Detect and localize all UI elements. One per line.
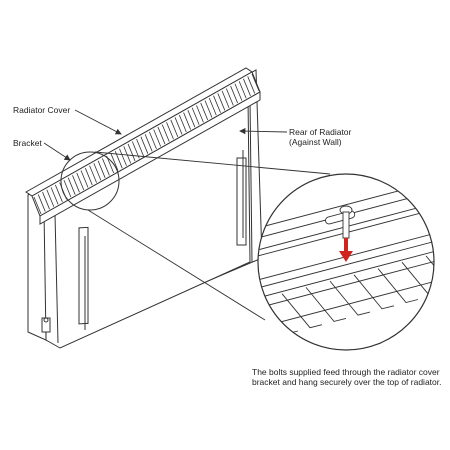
rear-label-line2: (Against Wall) (289, 137, 342, 147)
magnified-slat (305, 287, 347, 322)
side-bolt-fitting (41, 317, 51, 340)
cover-slat (119, 148, 127, 166)
cover-slat (136, 138, 144, 157)
cover-slat (225, 88, 234, 106)
magnified-slat (353, 274, 395, 310)
magnified-detail (257, 173, 435, 351)
cover-slat (166, 122, 174, 140)
bracket-leader (43, 142, 71, 161)
magnified-slat (281, 293, 323, 329)
rear-label-line1: Rear of Radiator (289, 127, 352, 137)
cover-slat (89, 165, 97, 183)
cover-slat (183, 112, 191, 130)
radiator-slots (78, 150, 247, 330)
cover-slat (93, 163, 102, 181)
magnified-slat (329, 280, 371, 316)
cover-slat (157, 126, 166, 145)
cover-slat (196, 105, 204, 123)
cover-slat (200, 102, 209, 121)
note-line2: bracket and hang securely over the top o… (252, 377, 442, 387)
slot-left (78, 226, 89, 325)
cover-slat (102, 158, 110, 176)
cover-slat (161, 124, 170, 142)
cover-slat (110, 153, 119, 171)
radiator-cover-leader (74, 109, 122, 135)
cover-slat (204, 100, 213, 118)
cover-slat (42, 192, 50, 210)
bracket-label: Bracket (13, 138, 42, 148)
rear-leader (239, 127, 288, 135)
cover-slat (140, 136, 149, 154)
cover-slat (55, 184, 63, 203)
cover-slat (144, 134, 153, 152)
cover-slat (106, 155, 115, 174)
cover-slat (127, 143, 136, 162)
slot-right (236, 157, 247, 246)
cover-slat (84, 167, 93, 186)
cover-slat (37, 194, 46, 212)
magnifier-connector-lines (87, 151, 331, 321)
cover-slat (33, 196, 42, 215)
cover-slat (170, 119, 179, 137)
note-line1: The bolts supplied feed through the radi… (252, 367, 440, 377)
bracket-highlight-circle (60, 151, 120, 211)
cover-slat (178, 114, 187, 133)
cover-slat (238, 81, 247, 99)
cover-slat (67, 177, 76, 195)
cover-slat (149, 131, 157, 150)
cover-slat (63, 179, 72, 198)
cover-slat (50, 187, 59, 205)
label-leaders (43, 109, 288, 161)
cover-slat (80, 170, 89, 188)
cover-slat (221, 90, 230, 109)
cover-slat (174, 117, 183, 135)
bolt-direction-arrow (339, 238, 353, 262)
cover-slat (97, 160, 106, 178)
cover-slat (251, 73, 260, 92)
cover-slat (247, 76, 256, 94)
rear-of-radiator-label: Rear of Radiator (Against Wall) (289, 127, 351, 147)
cover-slat (191, 107, 200, 125)
magnified-slat (377, 268, 419, 304)
cover-slat (76, 172, 85, 191)
cover-slat (72, 175, 80, 193)
cover-slat (217, 93, 226, 111)
cover-slat (187, 110, 196, 128)
bolt (339, 205, 353, 239)
cover-slat (46, 189, 55, 207)
cover-slat (213, 95, 221, 113)
cover-slat (153, 129, 162, 147)
cover-slat (208, 97, 217, 116)
cover-slat (234, 83, 243, 101)
cover-slat (243, 78, 251, 96)
instruction-note: The bolts supplied feed through the radi… (252, 367, 441, 387)
cover-slat (230, 85, 238, 104)
cover-slats (33, 73, 260, 215)
radiator-cover-label: Radiator Cover (13, 105, 71, 115)
